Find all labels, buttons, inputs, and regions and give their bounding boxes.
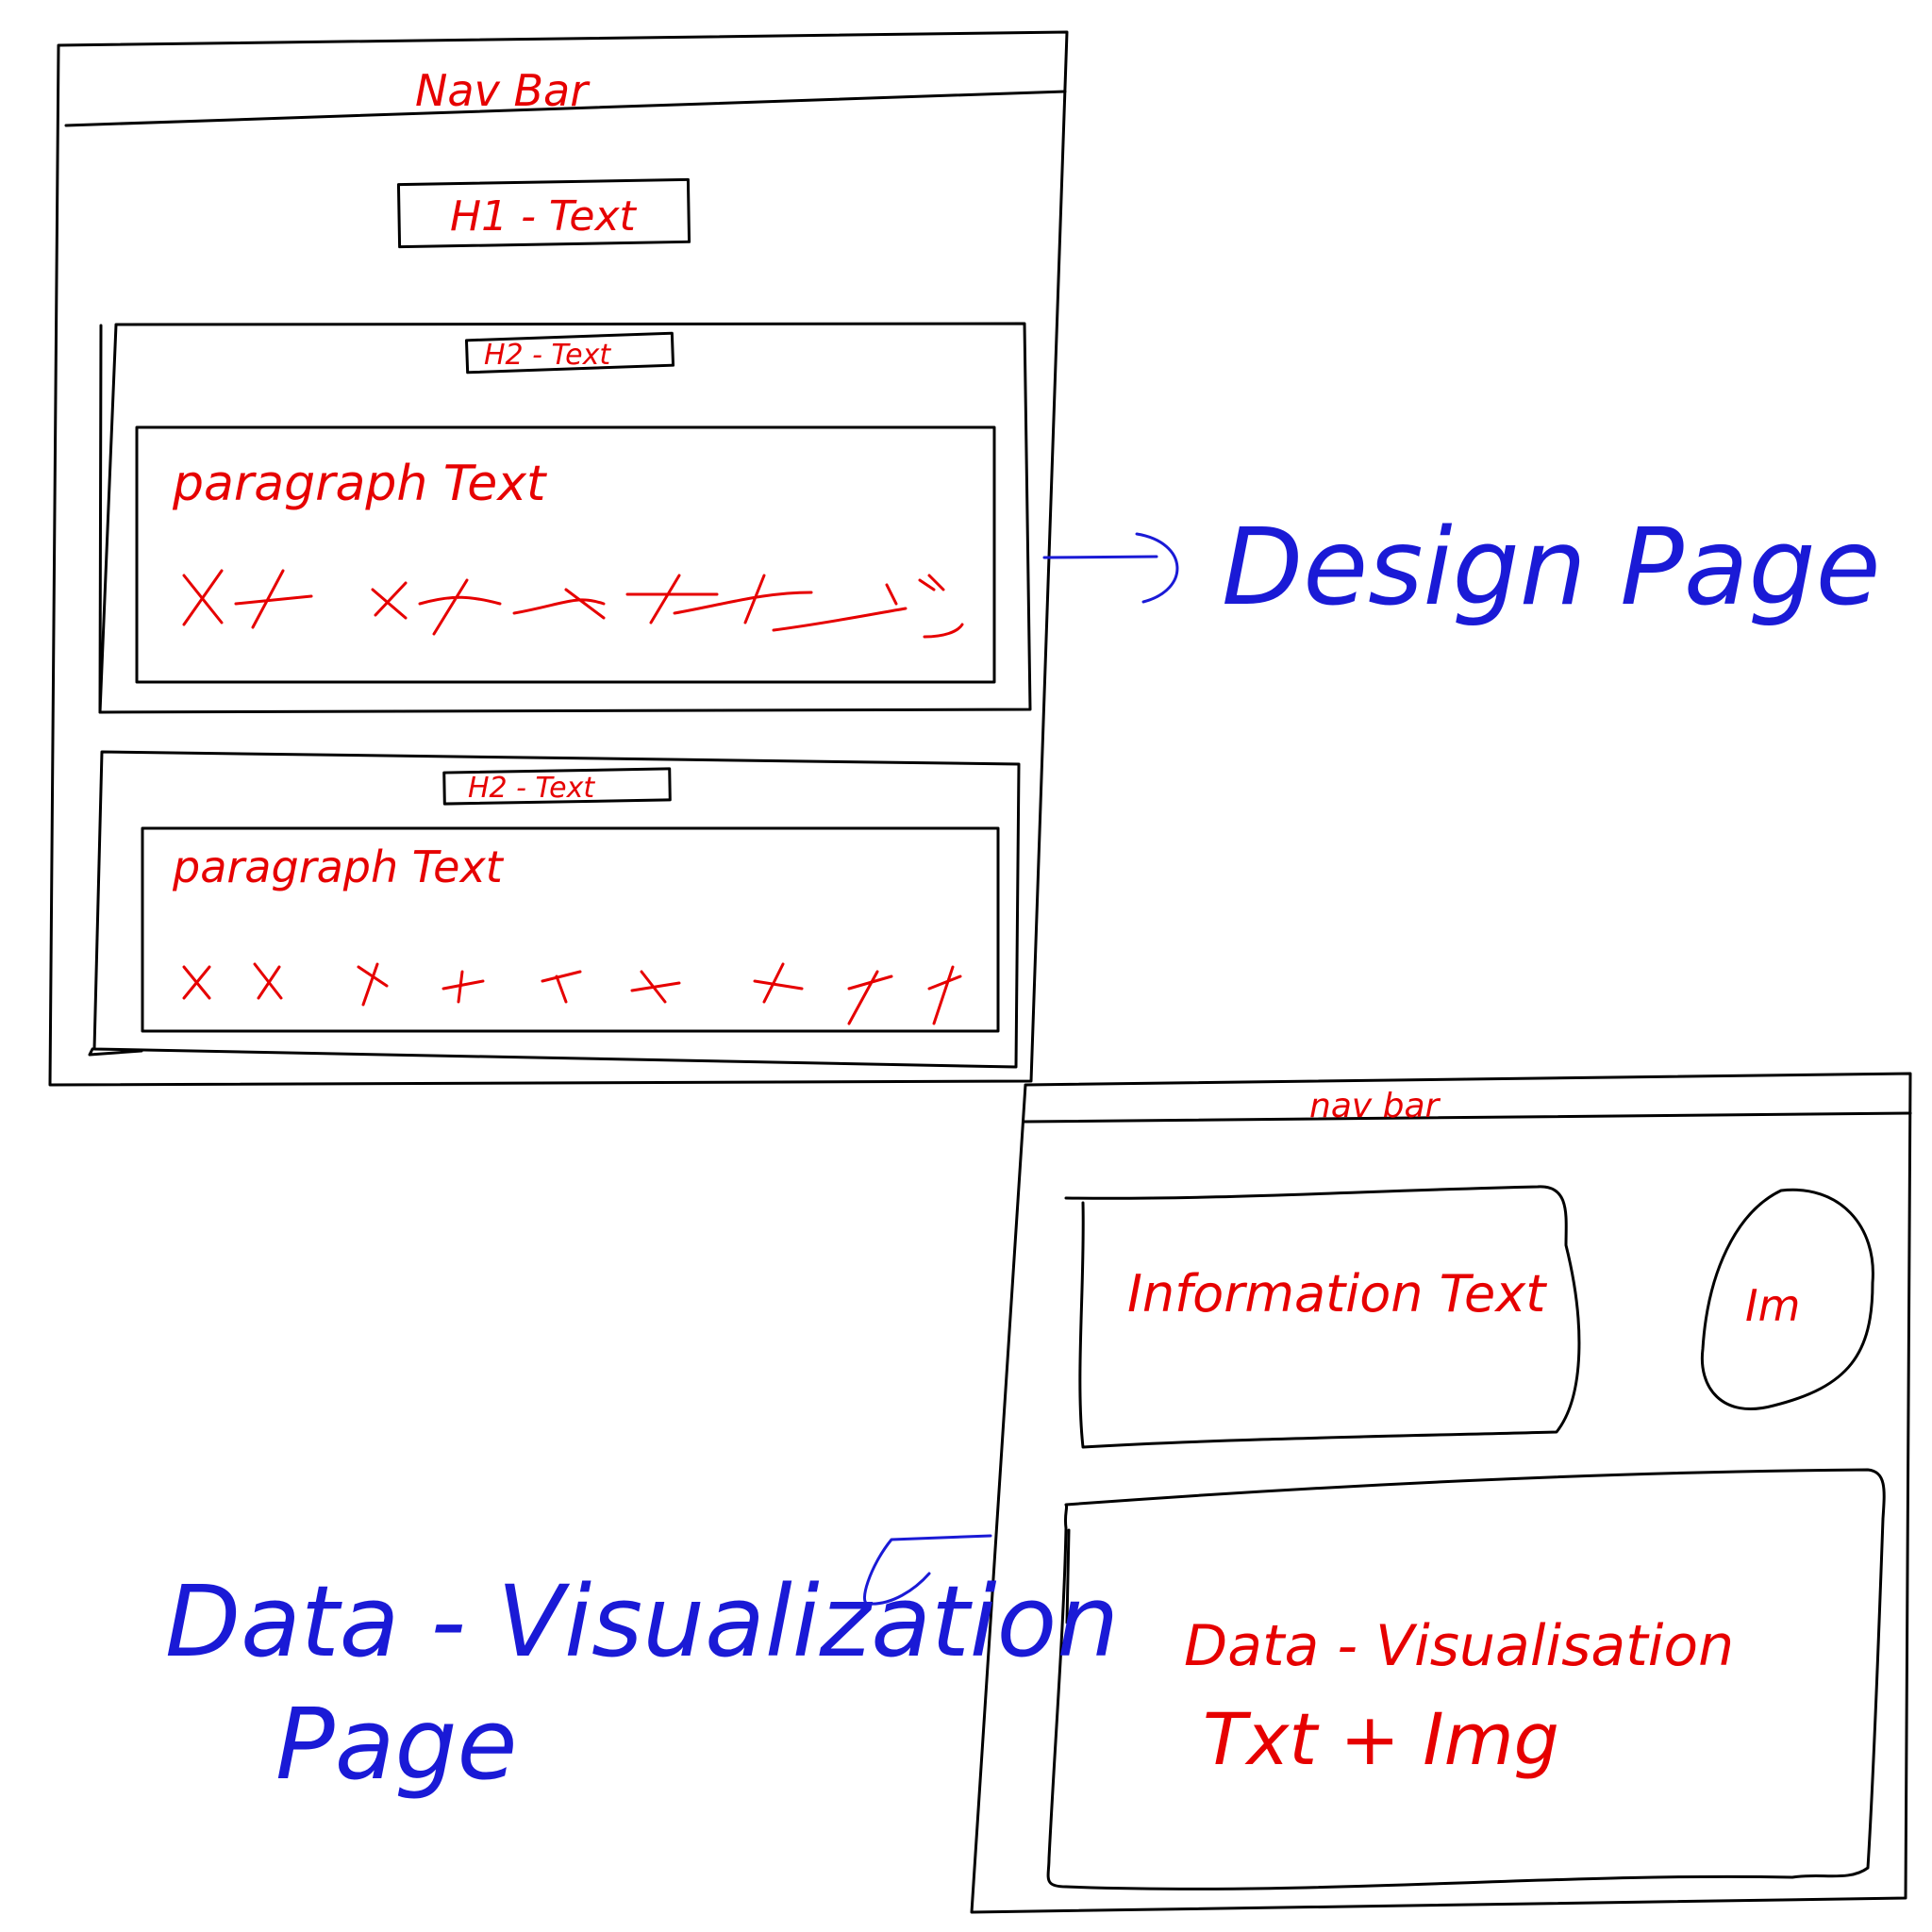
design-section-1-paragraph-label: paragraph Text bbox=[172, 456, 547, 512]
design-page-bottom-ledge bbox=[88, 1047, 143, 1057]
design-page-wireframe: Nav Bar H1 - Text H2 - Text paragraph Te… bbox=[48, 30, 1069, 1087]
data-viz-image-label: Im bbox=[1745, 1280, 1800, 1331]
data-viz-nav-bar-divider bbox=[1023, 1111, 1912, 1124]
data-viz-image-circle bbox=[1700, 1188, 1874, 1411]
design-h1-box bbox=[396, 177, 691, 249]
data-viz-page-annotation-line1: Data - Visualization bbox=[165, 1564, 1119, 1679]
design-section-2-h2-box bbox=[442, 767, 672, 806]
design-page-arrow bbox=[1042, 532, 1179, 604]
design-section-1-placeholder-scribble bbox=[182, 569, 964, 639]
design-section-2-placeholder-scribble bbox=[182, 962, 962, 1025]
data-viz-page-arrow bbox=[863, 1534, 992, 1606]
data-viz-visualisation-label-line1: Data - Visualisation bbox=[1184, 1613, 1734, 1679]
design-section-1-h2-label: H2 - Text bbox=[484, 339, 611, 372]
data-viz-visualisation-inner-edge bbox=[1065, 1528, 1071, 1624]
design-section-2-h2-label: H2 - Text bbox=[468, 772, 595, 805]
design-page-annotation: Design Page bbox=[1222, 507, 1880, 629]
design-section-1-left-edge bbox=[98, 324, 103, 714]
design-section-2-paragraph-label: paragraph Text bbox=[172, 841, 505, 892]
data-viz-visualisation-box bbox=[1046, 1468, 1886, 1890]
data-viz-info-text-label: Information Text bbox=[1127, 1264, 1547, 1324]
design-section-1-paragraph-box bbox=[135, 425, 996, 684]
design-h1-label: H1 - Text bbox=[450, 192, 637, 241]
data-viz-visualisation-label-line2: Txt + Img bbox=[1203, 1697, 1559, 1781]
design-page-frame bbox=[48, 30, 1069, 1087]
data-viz-info-text-box bbox=[1064, 1185, 1581, 1449]
design-nav-bar-label: Nav Bar bbox=[415, 65, 591, 116]
design-section-1-frame bbox=[98, 322, 1032, 714]
data-viz-page-frame bbox=[970, 1072, 1912, 1914]
data-viz-nav-bar-label: nav bar bbox=[1309, 1087, 1441, 1125]
design-section-2-frame bbox=[92, 750, 1021, 1069]
design-nav-bar-divider bbox=[64, 90, 1067, 127]
design-section-2-paragraph-box bbox=[141, 826, 1000, 1033]
data-viz-page-annotation-line2: Page bbox=[275, 1687, 517, 1802]
design-section-1-h2-box bbox=[464, 331, 675, 375]
data-viz-page-wireframe: nav bar Information Text Im Data - Visua… bbox=[970, 1072, 1912, 1914]
